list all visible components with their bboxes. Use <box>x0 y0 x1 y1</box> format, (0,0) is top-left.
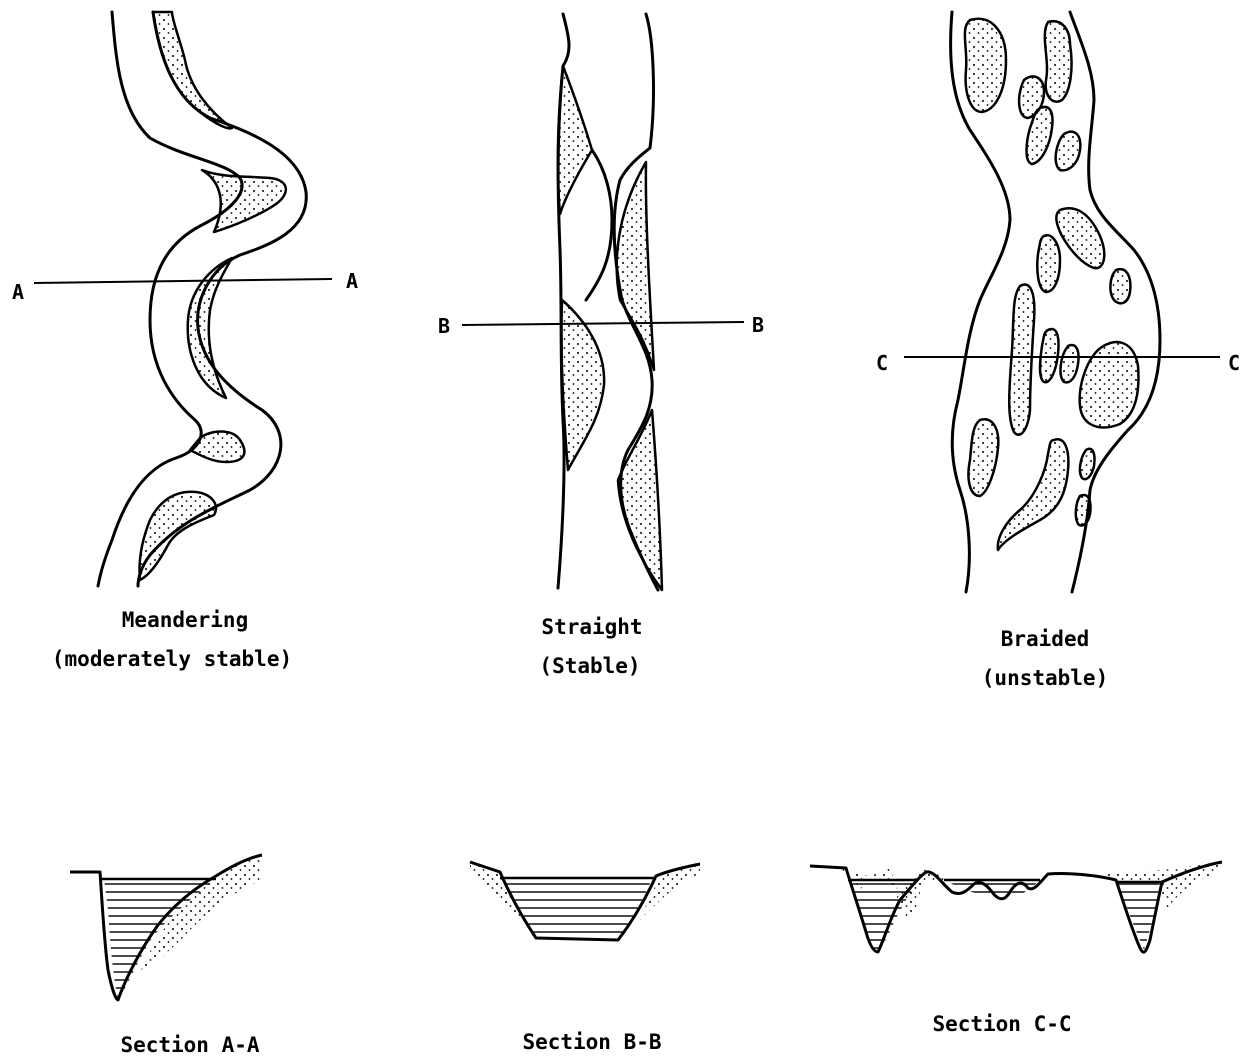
straight-planform: B B Straight (Stable) <box>438 14 764 678</box>
braided-bar-11 <box>1061 345 1079 382</box>
straight-alternate-bar-3 <box>561 300 604 470</box>
braided-bar-1 <box>965 19 1006 112</box>
section-c-water-middle <box>946 880 1040 900</box>
section-line-b <box>462 322 744 325</box>
braided-bar-5 <box>1056 132 1081 171</box>
braided-bar-2 <box>1045 21 1072 101</box>
section-b-b: Section B-B <box>470 862 700 1054</box>
braided-bar-6 <box>1056 208 1104 268</box>
braided-bar-13 <box>968 419 998 496</box>
straight-title: Straight <box>541 615 642 639</box>
section-line-a <box>34 279 332 283</box>
straight-thalweg-line <box>586 150 612 300</box>
meander-point-bar-top <box>153 12 232 128</box>
straight-alternate-bar-1 <box>558 66 592 214</box>
section-marker-a-right: A <box>346 269 358 293</box>
meander-point-bar-bottom <box>139 492 216 580</box>
straight-alternate-bar-2 <box>617 162 654 370</box>
section-c-c: Section C-C <box>810 862 1222 1036</box>
section-a-label: Section A-A <box>120 1033 259 1057</box>
braided-bar-15 <box>1080 449 1095 479</box>
meander-point-bar-lower <box>190 432 244 463</box>
meandering-title: Meandering <box>122 608 248 632</box>
meandering-subtitle: (moderately stable) <box>52 647 292 671</box>
section-c-label: Section C-C <box>932 1012 1071 1036</box>
braided-planform: C C Braided (unstable) <box>876 12 1240 690</box>
braided-bar-10 <box>1040 329 1059 382</box>
meander-right-bank <box>138 12 306 586</box>
braided-bar-12 <box>1080 342 1139 427</box>
section-marker-b-right: B <box>752 313 764 337</box>
straight-alternate-bar-4 <box>618 410 662 590</box>
meander-point-bar-upper <box>202 170 286 232</box>
braided-subtitle: (unstable) <box>982 666 1108 690</box>
section-b-water <box>502 878 652 938</box>
meandering-planform: A A Meandering (moderately stable) <box>12 12 358 671</box>
section-a-a: Section A-A <box>70 855 262 1057</box>
section-marker-b-left: B <box>438 314 450 338</box>
braided-bar-14 <box>998 439 1069 550</box>
section-marker-c-left: C <box>876 351 888 375</box>
braided-bar-8 <box>1110 269 1130 303</box>
section-marker-c-right: C <box>1228 351 1240 375</box>
straight-subtitle: (Stable) <box>539 654 640 678</box>
braided-bar-7 <box>1037 235 1060 292</box>
section-marker-a-left: A <box>12 280 24 304</box>
braided-title: Braided <box>1001 627 1090 651</box>
section-b-label: Section B-B <box>522 1030 661 1054</box>
braided-bar-9 <box>1009 284 1034 434</box>
